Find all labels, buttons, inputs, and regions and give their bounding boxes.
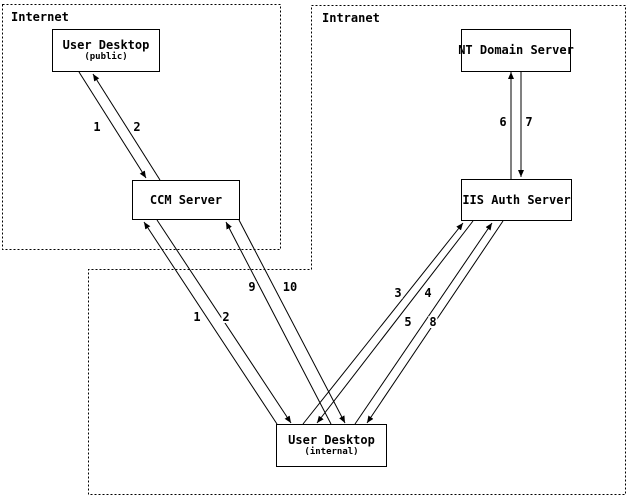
- edge-label-8: 8: [428, 315, 438, 329]
- edge-label-7: 7: [524, 115, 534, 129]
- edge-label-public-1: 1: [92, 120, 102, 134]
- node-subtitle: (internal): [304, 447, 359, 457]
- edge-internal-to-iis-5: [354, 222, 493, 425]
- intranet-region-border: [88, 5, 626, 495]
- edge-ccm-to-public-2: [92, 73, 161, 181]
- node-title: NT Domain Server: [458, 43, 574, 57]
- edge-label-5: 5: [403, 315, 413, 329]
- edge-label-9: 9: [247, 280, 257, 294]
- edge-label-internal-2: 2: [221, 310, 231, 324]
- node-user-desktop-internal: User Desktop (internal): [276, 424, 387, 467]
- node-title: IIS Auth Server: [462, 192, 571, 207]
- node-title: CCM Server: [149, 192, 223, 207]
- edge-ccm-to-internal-10: [238, 219, 346, 424]
- edge-label-6: 6: [498, 115, 508, 129]
- node-subtitle: (public): [84, 52, 128, 62]
- internet-region-border: [2, 4, 281, 250]
- internet-region-label: Internet: [11, 10, 69, 24]
- node-iis-auth-server: IIS Auth Server: [461, 179, 572, 221]
- node-ccm-server: CCM Server: [132, 180, 240, 220]
- edge-label-3: 3: [393, 286, 403, 300]
- node-title: User Desktop: [62, 38, 150, 52]
- edge-internal-to-iis-3: [302, 222, 464, 425]
- edge-label-10: 10: [281, 280, 299, 294]
- intranet-region-label: Intranet: [322, 11, 380, 25]
- edge-public-to-ccm-1: [78, 71, 147, 179]
- edge-internal-to-ccm-1: [143, 221, 278, 425]
- edge-label-public-2: 2: [132, 120, 142, 134]
- edge-iis-to-internal-4: [316, 220, 474, 424]
- edge-label-internal-1: 1: [192, 310, 202, 324]
- node-nt-domain-server: NT Domain Server: [458, 29, 574, 72]
- node-title: User Desktop: [288, 433, 375, 447]
- edge-internal-to-ccm-9: [225, 221, 332, 425]
- edge-label-4: 4: [423, 286, 433, 300]
- node-user-desktop-public: User Desktop (public): [52, 29, 160, 72]
